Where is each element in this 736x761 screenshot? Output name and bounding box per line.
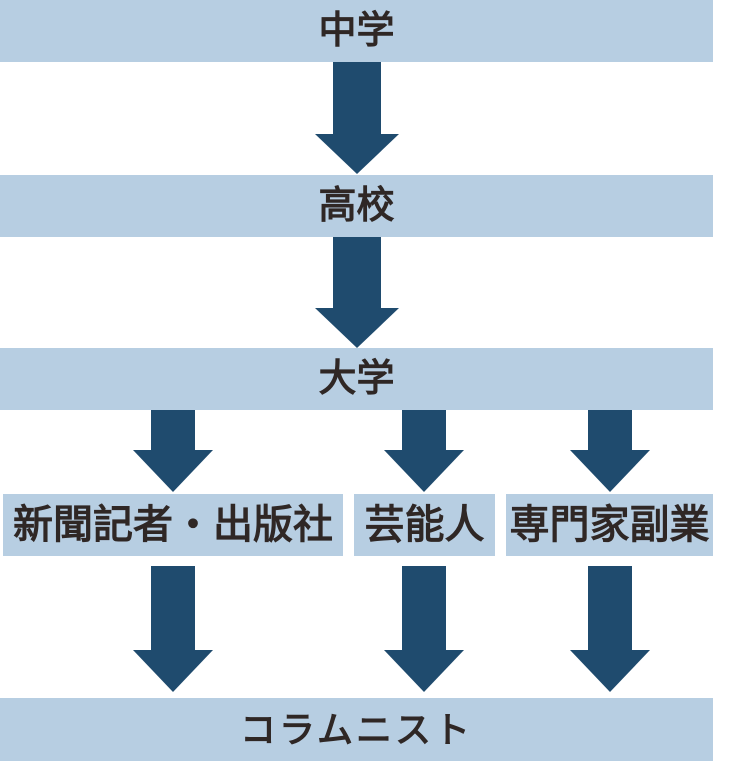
arrow-stem — [333, 62, 381, 134]
down-arrow-icon — [384, 410, 464, 492]
down-arrow-icon — [315, 62, 399, 174]
branch-box-expert-side-job: 専門家副業 — [506, 494, 713, 556]
down-arrow-icon — [570, 566, 650, 692]
stage-band-junior-high: 中学 — [0, 0, 713, 62]
stage-band-high-school: 高校 — [0, 175, 713, 237]
arrow-head — [570, 450, 650, 492]
arrow-head — [315, 134, 399, 174]
down-arrow-icon — [133, 410, 213, 492]
arrow-head — [133, 450, 213, 492]
arrow-stem — [151, 410, 195, 450]
down-arrow-icon — [133, 566, 213, 692]
arrow-head — [315, 308, 399, 348]
stage-band-columnist: コラムニスト — [0, 698, 713, 761]
down-arrow-icon — [570, 410, 650, 492]
arrow-head — [384, 650, 464, 692]
stage-label-columnist: コラムニスト — [240, 708, 473, 750]
arrow-head — [133, 650, 213, 692]
stage-label-high-school: 高校 — [318, 185, 395, 227]
arrow-stem — [588, 566, 632, 650]
arrow-stem — [402, 410, 446, 450]
down-arrow-icon — [315, 237, 399, 348]
branch-label-expert-side-job: 専門家副業 — [509, 503, 710, 547]
arrow-head — [570, 650, 650, 692]
arrow-stem — [151, 566, 195, 650]
arrow-stem — [402, 566, 446, 650]
stage-label-university: 大学 — [318, 358, 395, 400]
stage-label-junior-high: 中学 — [318, 10, 395, 52]
arrow-head — [384, 450, 464, 492]
branch-label-entertainer: 芸能人 — [364, 503, 485, 547]
branch-label-press-publisher: 新聞記者・出版社 — [13, 503, 333, 547]
arrow-stem — [333, 237, 381, 308]
down-arrow-icon — [384, 566, 464, 692]
branch-box-entertainer: 芸能人 — [354, 494, 495, 556]
arrow-stem — [588, 410, 632, 450]
branch-box-press-publisher: 新聞記者・出版社 — [3, 494, 343, 556]
stage-band-university: 大学 — [0, 348, 713, 410]
